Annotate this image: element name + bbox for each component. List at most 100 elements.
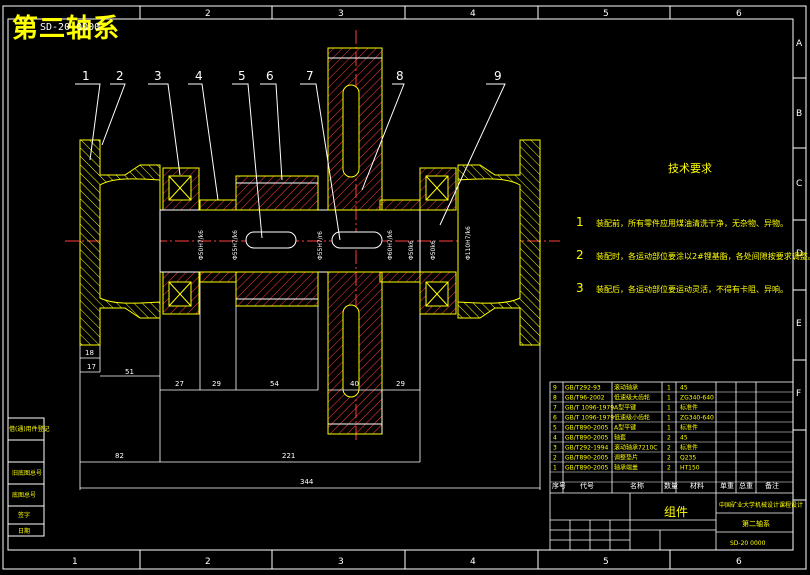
bom-cell-code: GB/T890-2005: [565, 425, 609, 432]
bom-cell-code: GB/T890-2005: [565, 465, 609, 472]
zone-col-label: 1: [72, 557, 78, 567]
svg-text:1: 1: [576, 215, 584, 229]
bom-cell-no: 3: [553, 445, 557, 452]
bom-cell-qty: 2: [667, 465, 671, 472]
balloon-numbers: 1 2 3 4 5 6 7 8 9: [82, 69, 502, 83]
bom-header-note: 备注: [765, 481, 779, 490]
balloon: 4: [195, 69, 203, 83]
svg-text:Φ50k6: Φ50k6: [408, 240, 415, 260]
key-slot-right: [331, 231, 383, 249]
left-registry-labels: 借(通)用件登记 旧底图总号 底图总号 签字 日期: [9, 425, 50, 535]
bom-cell-mat: ZG340-640: [680, 395, 714, 402]
bom-cell-no: 1: [553, 465, 557, 472]
bom-table: [549, 381, 794, 551]
balloon: 8: [396, 69, 404, 83]
zone-columns-top: 2 3 4 5 6: [139, 6, 742, 19]
bom-cell-qty: 2: [667, 435, 671, 442]
zone-col-label: 5: [603, 557, 609, 567]
zone-row-label: F: [796, 389, 801, 399]
zone-col-label: 2: [205, 557, 211, 567]
bom-cell-code: GB/T 1096-1979: [565, 415, 614, 422]
bom-header-code: 代号: [580, 481, 594, 490]
left-registry-table: [7, 417, 45, 537]
title-block-name: 组件: [664, 505, 688, 519]
bom-cell-code: GB/T890-2005: [565, 455, 609, 462]
bom-cell-code: GB/T890-2005: [565, 435, 609, 442]
svg-text:Φ60H7/k6: Φ60H7/k6: [387, 230, 394, 260]
fit-labels: Φ50H7/k6 Φ55H7/k6 Φ55H7/r6 Φ60H7/k6 Φ50k…: [198, 226, 472, 260]
title-block-school: 中国矿业大学机械设计课程设计: [719, 501, 803, 509]
zone-col-label: 5: [603, 9, 609, 19]
zone-col-label: 6: [736, 557, 742, 567]
svg-text:Φ55H7/r6: Φ55H7/r6: [317, 231, 324, 260]
zone-col-label: 3: [338, 557, 344, 567]
svg-text:签字: 签字: [18, 511, 30, 519]
svg-text:装配前，所有零件应用煤油清洗干净，无杂物、异物。: 装配前，所有零件应用煤油清洗干净，无杂物、异物。: [596, 218, 788, 228]
svg-text:底图总号: 底图总号: [12, 491, 36, 499]
technical-requirements: 技术要求 1 装配前，所有零件应用煤油清洗干净，无杂物、异物。 2 装配时，各运…: [576, 162, 810, 295]
inner-frame: [7, 18, 794, 551]
zone-col-label: 2: [205, 9, 211, 19]
key-slot-left: [245, 231, 297, 249]
drawing-title-code: SD-20 0000: [40, 22, 101, 33]
zone-col-label: 4: [470, 557, 476, 567]
bom-cell-qty: 1: [667, 425, 671, 432]
bom-cell-qty: 1: [667, 405, 671, 412]
svg-text:29: 29: [212, 380, 221, 388]
bom-cell-code: GB/T 1096-1979: [565, 405, 614, 412]
balloon: 5: [238, 69, 246, 83]
bom-cell-no: 5: [553, 425, 557, 432]
bom-header-no: 序号: [552, 481, 566, 490]
svg-text:装配后，各运动部位要运动灵活，不得有卡阻、异响。: 装配后，各运动部位要运动灵活，不得有卡阻、异响。: [596, 284, 788, 294]
bom-cell-mat: 45: [680, 435, 688, 442]
zone-row-label: E: [796, 319, 802, 329]
balloon: 9: [494, 69, 502, 83]
svg-text:40: 40: [350, 380, 359, 388]
bom-cell-mat: 标准件: [680, 404, 698, 412]
requirements-heading: 技术要求: [668, 162, 712, 175]
svg-text:18: 18: [85, 349, 94, 357]
bom-cell-no: 7: [553, 405, 557, 412]
bom-cell-name: 低速级小齿轮: [614, 414, 650, 422]
bom-cell-qty: 1: [667, 385, 671, 392]
large-gear: [327, 47, 383, 435]
sleeve-right: [379, 199, 421, 211]
zone-rows-right: A B C D E F: [793, 39, 806, 501]
bom-cell-name: 轴承端盖: [614, 464, 638, 472]
title-block-text: 组件 中国矿业大学机械设计课程设计 第二轴系 SD-20 0000: [664, 501, 803, 547]
bom-cell-no: 8: [553, 395, 557, 402]
bom-cell-code: GB/T292-93: [565, 385, 601, 392]
small-gear: [235, 175, 319, 307]
bom-cell-mat: 标准件: [680, 444, 698, 452]
leader-lines: [75, 83, 506, 241]
svg-text:3: 3: [576, 281, 584, 295]
svg-text:29: 29: [396, 380, 405, 388]
balloon: 7: [306, 69, 314, 83]
bom-cell-name: 调整垫片: [614, 454, 638, 462]
bom-cell-qty: 1: [667, 415, 671, 422]
balloon: 3: [154, 69, 162, 83]
zone-col-label: 4: [470, 9, 476, 19]
sleeve-left: [199, 199, 237, 211]
bom-header-w1: 单重: [720, 481, 734, 490]
dimension-lines: [79, 282, 541, 490]
bom-cell-no: 9: [553, 385, 557, 392]
bom-cell-code: GB/T96-2002: [565, 395, 605, 402]
bom-cell-no: 4: [553, 435, 557, 442]
svg-text:2: 2: [576, 248, 584, 262]
bom-cell-mat: Q235: [680, 455, 696, 462]
bom-cell-qty: 2: [667, 445, 671, 452]
svg-text:借(通)用件登记: 借(通)用件登记: [9, 425, 50, 433]
bom-header-name: 名称: [630, 481, 644, 490]
svg-text:Φ110H7/k6: Φ110H7/k6: [465, 226, 472, 260]
bom-cell-mat: 标准件: [680, 424, 698, 432]
zone-row-label: D: [796, 249, 803, 259]
zone-row-label: B: [796, 109, 802, 119]
dimension-values: 18 17 51 27 29 54 40 29 82 221 344: [85, 349, 405, 486]
bom-cell-qty: 2: [667, 455, 671, 462]
bom-header-qty: 数量: [664, 481, 678, 490]
drawing-title: 第二轴系: [12, 14, 121, 44]
zone-columns-bottom: 1 2 3 4 5 6: [72, 550, 742, 569]
